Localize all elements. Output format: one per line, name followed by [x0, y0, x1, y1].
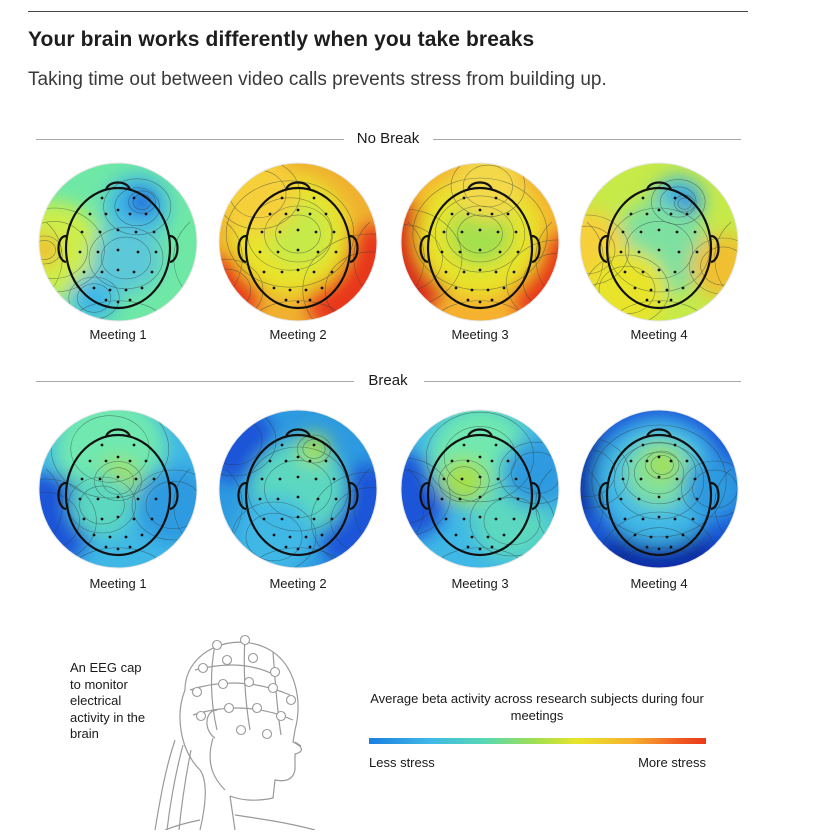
page-subtitle: Taking time out between video calls prev…: [28, 69, 607, 90]
legend-low-label: Less stress: [369, 755, 435, 770]
map-caption: Meeting 3: [451, 576, 509, 591]
section-label-no-break: No Break: [356, 130, 420, 147]
brain-map: [218, 162, 378, 322]
legend-color-scale: [369, 738, 706, 744]
brain-map: [218, 409, 378, 569]
divider-left: [36, 139, 344, 140]
map-caption: Meeting 1: [89, 327, 147, 342]
brain-map: [400, 162, 560, 322]
legend-title: Average beta activity across research su…: [370, 691, 704, 723]
eeg-cap-illustration-icon: [145, 630, 320, 831]
brain-map: [38, 162, 198, 322]
section-label-break: Break: [368, 372, 408, 389]
map-caption: Meeting 1: [89, 576, 147, 591]
divider-left: [36, 381, 354, 382]
eeg-caption: An EEG cap to monitor electrical activit…: [70, 660, 146, 741]
divider-right: [424, 381, 741, 382]
map-caption: Meeting 2: [269, 327, 327, 342]
brain-map: [579, 409, 739, 569]
map-caption: Meeting 2: [269, 576, 327, 591]
legend-high-label: More stress: [638, 755, 706, 770]
top-rule: [28, 11, 748, 12]
brain-map: [579, 162, 739, 322]
map-caption: Meeting 3: [451, 327, 509, 342]
page-title: Your brain works differently when you ta…: [28, 28, 535, 51]
brain-map: [38, 409, 198, 569]
divider-right: [433, 139, 741, 140]
map-caption: Meeting 4: [630, 327, 688, 342]
map-caption: Meeting 4: [630, 576, 688, 591]
brain-map: [400, 409, 560, 569]
